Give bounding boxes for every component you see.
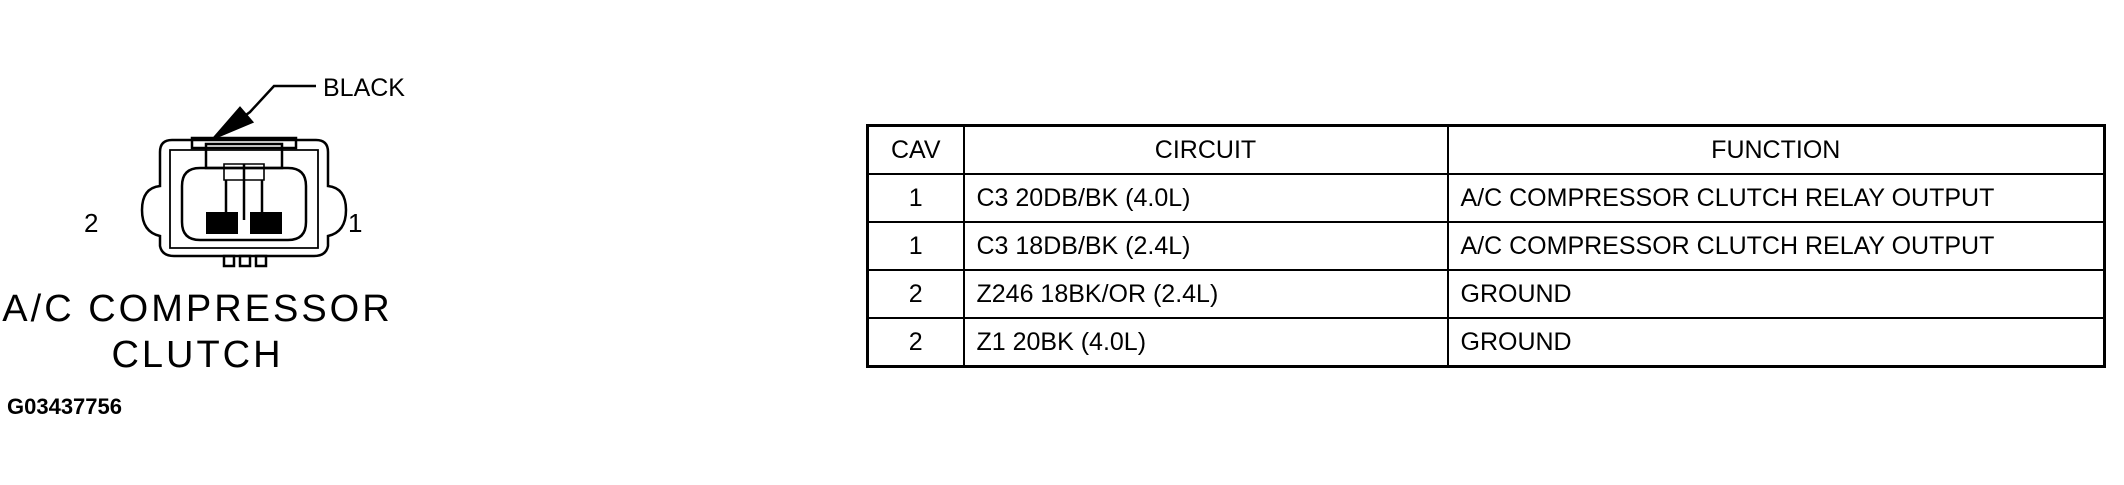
function-cell: GROUND	[1446, 269, 2106, 319]
terminal-1	[250, 212, 282, 234]
header-function: FUNCTION	[1446, 124, 2106, 175]
circuit-cell: C3 20DB/BK (4.0L)	[962, 173, 1449, 223]
terminal-2	[206, 212, 238, 234]
cav-cell: 1	[866, 221, 965, 271]
header-cav: CAV	[866, 124, 965, 175]
table-row: 1 C3 18DB/BK (2.4L) A/C COMPRESSOR CLUTC…	[866, 221, 2106, 271]
cav-cell: 2	[866, 317, 965, 368]
connector-body	[140, 136, 348, 268]
cav-cell: 2	[866, 269, 965, 319]
black-label: BLACK	[323, 74, 405, 102]
pin-table: CAV CIRCUIT FUNCTION 1 C3 20DB/BK (4.0L)…	[866, 124, 2106, 368]
table-row: 2 Z246 18BK/OR (2.4L) GROUND	[866, 269, 2106, 319]
pin-1-label: 1	[348, 208, 363, 238]
table-row: 1 C3 20DB/BK (4.0L) A/C COMPRESSOR CLUTC…	[866, 173, 2106, 223]
circuit-cell: Z1 20BK (4.0L)	[962, 317, 1449, 368]
black-arrow-icon	[213, 84, 316, 140]
circuit-cell: C3 18DB/BK (2.4L)	[962, 221, 1449, 271]
function-cell: A/C COMPRESSOR CLUTCH RELAY OUTPUT	[1446, 221, 2106, 271]
circuit-cell: Z246 18BK/OR (2.4L)	[962, 269, 1449, 319]
connector-title-line2: CLUTCH	[111, 334, 284, 376]
table-row: 2 Z1 20BK (4.0L) GROUND	[866, 317, 2106, 368]
cav-cell: 1	[866, 173, 965, 223]
header-circuit: CIRCUIT	[962, 124, 1449, 175]
pin-2-label: 2	[84, 208, 99, 238]
figure-id: G03437756	[7, 394, 122, 419]
function-cell: A/C COMPRESSOR CLUTCH RELAY OUTPUT	[1446, 173, 2106, 223]
connector-title-line1: A/C COMPRESSOR	[2, 288, 393, 330]
function-cell: GROUND	[1446, 317, 2106, 368]
table-header-row: CAV CIRCUIT FUNCTION	[866, 124, 2106, 175]
